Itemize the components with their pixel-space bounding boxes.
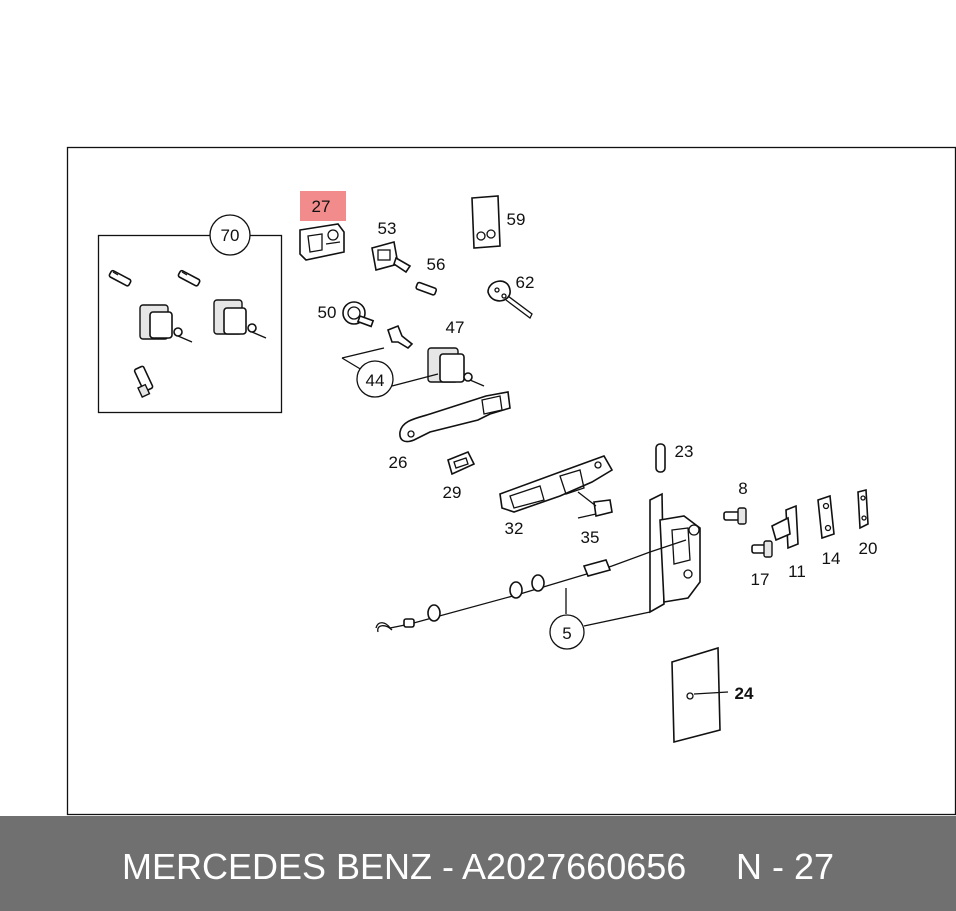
callout-29[interactable]: 29: [443, 483, 462, 502]
parts-diagram: 70 27 53 59: [66, 146, 956, 816]
footer-bar: MERCEDES BENZ - A2027660656 N - 27: [0, 816, 956, 911]
callout-50[interactable]: 50: [318, 303, 337, 322]
part-key[interactable]: [387, 324, 414, 350]
part-14-plate[interactable]: [817, 494, 835, 540]
part-27-lock-housing[interactable]: [299, 223, 345, 261]
leader-44-c: [391, 373, 439, 387]
callout-44[interactable]: 44: [366, 371, 385, 390]
callout-35[interactable]: 35: [581, 528, 600, 547]
part-29-bezel[interactable]: [447, 450, 476, 476]
callout-27[interactable]: 27: [312, 197, 331, 216]
callout-circle-5[interactable]: [549, 614, 585, 650]
part-8-screw[interactable]: [723, 507, 747, 525]
part-23-pin[interactable]: [655, 443, 666, 473]
part-50-lock-barrel[interactable]: [342, 301, 375, 328]
part-35-clip[interactable]: [577, 491, 613, 519]
callout-53[interactable]: 53: [378, 219, 397, 238]
callout-circle-44[interactable]: [356, 360, 394, 398]
inset-key-left: [108, 269, 132, 287]
callout-5[interactable]: 5: [562, 624, 571, 643]
callout-56[interactable]: 56: [427, 255, 446, 274]
callout-70[interactable]: 70: [221, 226, 240, 245]
part-20-shim[interactable]: [857, 488, 869, 530]
callout-8[interactable]: 8: [738, 479, 747, 498]
callout-32[interactable]: 32: [505, 519, 524, 538]
callout-47[interactable]: 47: [446, 318, 465, 337]
highlight-box-27: [300, 191, 346, 221]
part-53-key-fob[interactable]: [371, 240, 412, 274]
callout-14[interactable]: 14: [822, 549, 841, 568]
part-cable-assembly[interactable]: [375, 539, 687, 633]
callout-circle-70[interactable]: [209, 214, 251, 256]
leader-44-a: [341, 347, 385, 359]
callout-20[interactable]: 20: [859, 539, 878, 558]
part-59-gasket[interactable]: [471, 195, 501, 249]
part-24-panel[interactable]: [671, 646, 729, 744]
part-32-handle-carrier[interactable]: [499, 455, 614, 513]
inset-lock-cylinder-right: [213, 299, 267, 339]
footer-reference: N - 27: [736, 846, 835, 887]
callout-62[interactable]: 62: [516, 273, 535, 292]
inset-key-right: [177, 269, 201, 287]
diagram-frame: [66, 146, 956, 816]
part-door-lock-mechanism[interactable]: [649, 492, 701, 614]
leader-5-b: [583, 611, 651, 627]
part-62-lever[interactable]: [487, 280, 533, 319]
callout-17[interactable]: 17: [751, 570, 770, 589]
part-26-door-handle[interactable]: [399, 391, 511, 443]
part-17-screw[interactable]: [751, 540, 773, 558]
inset-lock-cylinder-left: [139, 304, 193, 343]
part-56-key-blade[interactable]: [415, 281, 438, 296]
callout-11[interactable]: 11: [788, 562, 806, 581]
footer-part-number: MERCEDES BENZ - A2027660656: [122, 846, 687, 887]
callout-23[interactable]: 23: [675, 442, 694, 461]
part-11-striker[interactable]: [771, 504, 799, 550]
callout-24[interactable]: 24: [735, 684, 754, 703]
leader-44-b: [341, 357, 363, 371]
part-47-lock-cylinder[interactable]: [427, 347, 485, 387]
callout-59[interactable]: 59: [507, 210, 526, 229]
inset-pin: [133, 365, 154, 398]
callout-26[interactable]: 26: [389, 453, 408, 472]
inset-box-70: [97, 234, 283, 414]
